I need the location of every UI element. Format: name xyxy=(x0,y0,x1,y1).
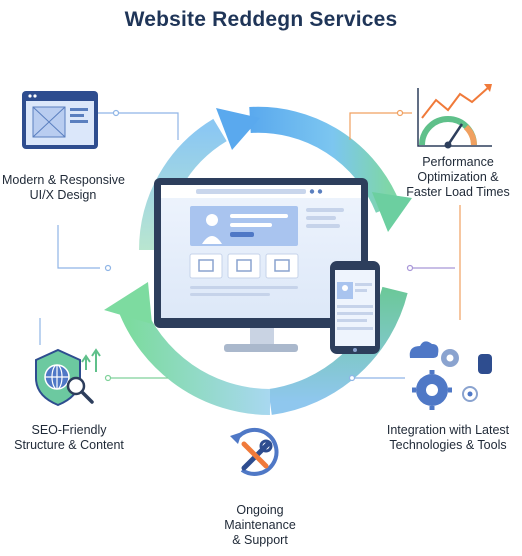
speed-gauge-icon xyxy=(417,84,492,149)
label-maintenance-line-1: Ongoing xyxy=(236,503,284,517)
label-seo-line-1: SEO-Friendly xyxy=(31,423,107,437)
label-performance-line-3: Faster Load Times xyxy=(406,185,510,199)
wrench-screwdriver-icon xyxy=(230,427,279,476)
arrow-head-top xyxy=(216,108,260,150)
label-maintenance-line-2: Maintenance xyxy=(224,518,296,532)
connector-perf-top xyxy=(349,112,412,140)
cloud-gears-icon xyxy=(409,341,492,410)
desktop-and-phone-icon xyxy=(154,178,380,354)
shield-globe-search-icon xyxy=(35,348,101,407)
label-maintenance: Ongoing Maintenance & Support xyxy=(210,503,310,548)
connector-design-top xyxy=(98,112,179,140)
arrow-top-right xyxy=(249,106,401,214)
label-integration: Integration with Latest Technologies & T… xyxy=(378,423,518,453)
connector-design-bottom xyxy=(57,225,100,269)
arrow-bottom-right xyxy=(267,286,408,415)
label-performance-line-2: Optimization & xyxy=(417,170,499,184)
label-design-line-1: Modern & Responsive xyxy=(2,173,125,187)
label-integration-line-1: Integration with Latest xyxy=(386,423,510,437)
arrow-head-right xyxy=(372,192,412,232)
label-integration-line-2: Technologies & Tools xyxy=(389,438,507,452)
arrow-head-left xyxy=(104,282,152,324)
label-seo: SEO-Friendly Structure & Content xyxy=(5,423,133,453)
label-seo-line-2: Structure & Content xyxy=(14,438,124,452)
label-design: Modern & Responsive UI/X Design xyxy=(2,173,125,203)
arrow-bottom-left xyxy=(117,300,271,415)
label-performance-line-1: Performance xyxy=(422,155,494,169)
label-performance: Performance Optimization & Faster Load T… xyxy=(398,155,518,200)
diagram-title: Website Reddegn Services xyxy=(124,8,398,31)
wireframe-window-icon xyxy=(22,91,98,149)
label-design-line-2: UI/X Design xyxy=(29,188,97,202)
label-maintenance-line-3: & Support xyxy=(232,533,288,547)
connector-lines xyxy=(39,109,461,382)
